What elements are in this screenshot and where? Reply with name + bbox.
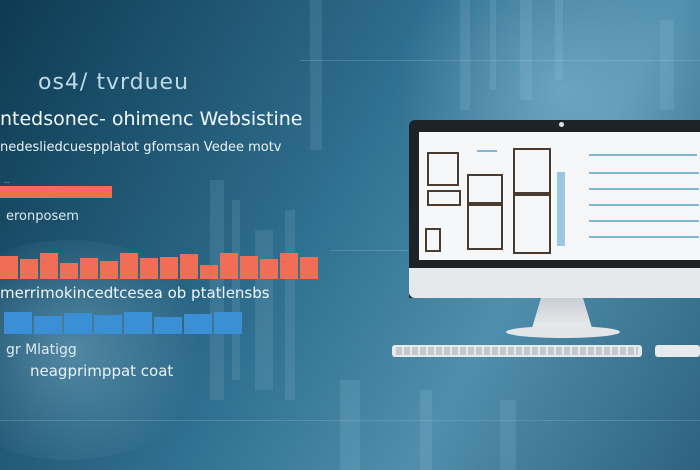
screen-line-4: [589, 204, 699, 206]
monitor-chin: [409, 268, 700, 298]
desktop-monitor: [409, 120, 700, 298]
orange-bar-1: [0, 256, 18, 279]
orange-bar-3: [40, 253, 58, 279]
blue-bar-3: [64, 313, 92, 334]
orange-bar-7: [120, 253, 138, 279]
keyboard: [392, 345, 642, 357]
screen-line-top: [477, 150, 497, 152]
orange-bar-2: [20, 259, 38, 279]
blue-bar-6: [154, 317, 182, 334]
hero-headline: os4/ tvrdueu: [38, 70, 190, 95]
orange-bar-12: [220, 253, 238, 279]
monitor-stand-base: [506, 326, 620, 338]
screen-line-1: [589, 154, 697, 156]
screen-frame-4: [467, 204, 503, 250]
orange-bar-15: [280, 253, 298, 279]
blue-bar-4: [94, 315, 122, 334]
marketing-label: gr Mlatigg: [6, 342, 77, 358]
monitor-screen: [419, 132, 700, 260]
blue-bar-5: [124, 312, 152, 334]
orange-bar-16: [300, 257, 318, 279]
screen-line-5: [589, 220, 699, 222]
keyboard-numpad: [655, 345, 700, 357]
camera-dot: [559, 122, 564, 127]
hero-tagline: nedesliedcuespplatot gfomsan Vedee motv: [0, 140, 282, 155]
orange-bar-8: [140, 258, 158, 279]
hero-subtitle: ntedsonec- ohimenc Websistine: [0, 108, 303, 130]
group-label: eronposem: [6, 209, 79, 224]
blue-bar-7: [184, 314, 212, 334]
orange-bar-9: [160, 257, 178, 279]
screen-frame-7: [425, 228, 441, 252]
orange-bar-6: [100, 261, 118, 279]
orange-bar-5: [80, 258, 98, 279]
orange-bar-4: [60, 263, 78, 279]
orange-bar-13: [240, 256, 258, 279]
screen-line-2: [589, 172, 699, 174]
screen-line-6: [589, 236, 699, 238]
top-orange-bar: [0, 186, 112, 198]
blue-bar-8: [214, 312, 242, 334]
orange-bar-11: [200, 265, 218, 279]
screen-frame-5: [513, 148, 551, 194]
blue-bar-2: [34, 316, 62, 334]
screen-line-3: [589, 188, 699, 190]
orange-bar-14: [260, 259, 278, 279]
engagement-label: neagprimppat coat: [30, 362, 174, 380]
screen-frame-6: [513, 194, 551, 254]
legend-line: merrimokincedtcesea ob ptatlensbs: [0, 284, 270, 302]
screen-frame-1: [427, 152, 459, 186]
screen-frame-2: [427, 190, 461, 206]
blue-bar-1: [4, 312, 32, 334]
screen-progress-bar: [557, 172, 565, 246]
screen-frame-3: [467, 174, 503, 204]
tiny-label: ...: [4, 178, 10, 185]
orange-bar-10: [180, 254, 198, 279]
monitor-stand-neck: [532, 298, 592, 328]
